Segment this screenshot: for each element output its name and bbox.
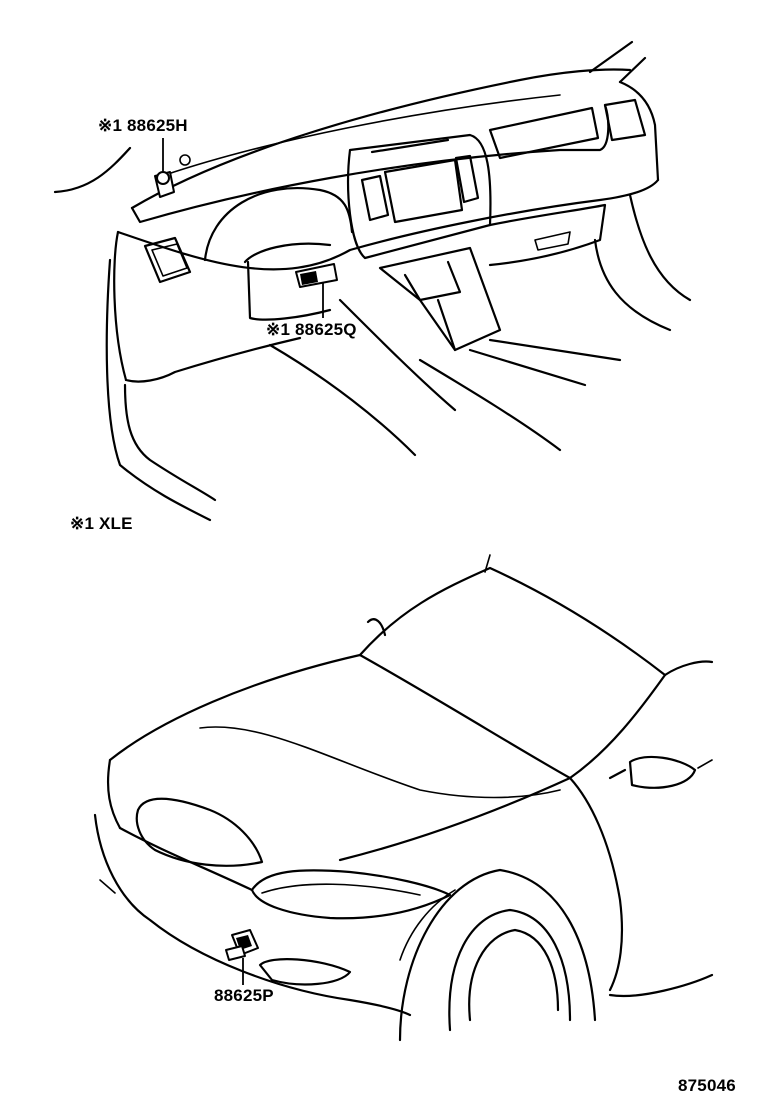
callout-88625h: ※1 88625H	[98, 116, 188, 135]
dashboard-illustration	[53, 40, 692, 522]
callout-88625p: 88625P	[214, 986, 274, 1005]
car-front-illustration	[93, 554, 714, 1042]
figure-number: 875046	[678, 1076, 736, 1095]
xle-note: ※1 XLE	[70, 514, 133, 533]
callout-88625q: ※1 88625Q	[266, 320, 357, 339]
